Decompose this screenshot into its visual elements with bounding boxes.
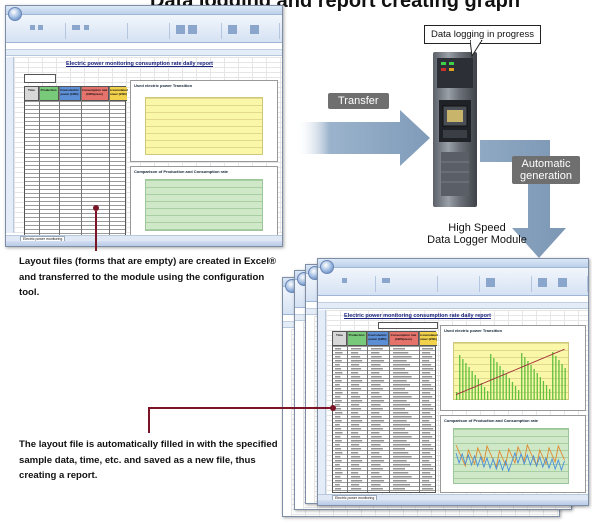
callout-data-logging: Data logging in progress bbox=[424, 25, 541, 44]
report-titlebar bbox=[318, 259, 588, 268]
caption-layout-files: Layout files (forms that are empty) are … bbox=[19, 256, 277, 298]
chart1-title: Used electric power Transition bbox=[134, 83, 193, 88]
report-date-cell bbox=[378, 322, 438, 329]
transfer-label: Transfer bbox=[328, 93, 389, 109]
chart-power-transition-empty: Used electric power Transition bbox=[130, 80, 278, 162]
chart-power-transition-filled: Used electric power Transition bbox=[440, 325, 586, 411]
chart2-title: Comparison of Production and Consumption… bbox=[134, 169, 228, 174]
chart-production-comparison-empty: Comparison of Production and Consumption… bbox=[130, 166, 278, 236]
module-caption: High Speed Data Logger Module bbox=[412, 222, 542, 246]
excel-window-report: Electric power monitoring consumption ra… bbox=[317, 258, 589, 506]
callout-pointer-icon bbox=[470, 40, 483, 58]
chart1-series-icon bbox=[455, 348, 566, 400]
col-header-accumulated: Accumulated power (kWh) bbox=[109, 87, 128, 101]
transfer-arrow-icon bbox=[296, 110, 430, 166]
module-caption-line1: High Speed bbox=[448, 222, 506, 234]
caption-report: The layout file is automatically filled … bbox=[19, 439, 278, 481]
filled-data-table: Time Production Used electric power (kWh… bbox=[332, 331, 438, 493]
empty-data-table: Time Production Used electric power (kWh… bbox=[24, 86, 128, 236]
col-header-used-power: Used electric power (kWh) bbox=[59, 87, 81, 101]
module-illustration-icon bbox=[433, 52, 477, 207]
chart-production-comparison-filled: Comparison of Production and Consumption… bbox=[440, 415, 586, 493]
leader-line-layout bbox=[95, 211, 97, 251]
leader-line-report-h bbox=[148, 407, 334, 409]
chart2-plot-area bbox=[145, 179, 263, 231]
excel-window-layout: Electric power monitoring consumption ra… bbox=[5, 5, 283, 247]
office-orb-icon bbox=[8, 7, 22, 21]
report-col-production: Production bbox=[347, 332, 367, 346]
report-col-used-power: Used electric power (kWh) bbox=[367, 332, 389, 346]
leader-dot-layout bbox=[93, 205, 99, 211]
report-title-filled: Electric power monitoring consumption ra… bbox=[344, 313, 491, 319]
table-values-texture bbox=[335, 348, 434, 490]
report-chart2-title: Comparison of Production and Consumption… bbox=[444, 418, 538, 423]
leader-line-report-v bbox=[148, 407, 150, 433]
column-header bbox=[6, 50, 282, 56]
col-header-time: Time bbox=[25, 87, 39, 101]
date-cell bbox=[24, 74, 56, 83]
chart2-series-icon bbox=[455, 443, 565, 473]
leader-dot-report bbox=[330, 405, 336, 411]
col-header-production: Production bbox=[39, 87, 59, 101]
report-title: Electric power monitoring consumption ra… bbox=[66, 61, 213, 67]
formula-bar bbox=[6, 43, 282, 50]
report-col-consumption-rate: Consumption rate (kWh/piece) bbox=[389, 332, 419, 346]
report-ribbon bbox=[318, 260, 588, 296]
report-office-orb-icon bbox=[320, 260, 334, 274]
status-bar bbox=[6, 241, 282, 246]
excel-ribbon bbox=[6, 7, 282, 43]
report-chart2-plot bbox=[453, 428, 569, 484]
data-logger-module bbox=[432, 52, 478, 207]
report-status-bar bbox=[318, 500, 588, 505]
report-col-time: Time bbox=[333, 332, 347, 346]
report-chart1-title: Used electric power Transition bbox=[444, 328, 503, 333]
excel-titlebar bbox=[6, 6, 282, 15]
generation-label: Automatic generation bbox=[512, 156, 580, 184]
module-caption-line2: Data Logger Module bbox=[427, 234, 527, 246]
col-header-consumption-rate: Consumption rate (kWh/piece) bbox=[81, 87, 109, 101]
row-header bbox=[6, 57, 14, 233]
report-col-accumulated: Accumulated power (kWh) bbox=[419, 332, 438, 346]
chart1-plot-area bbox=[145, 97, 263, 155]
